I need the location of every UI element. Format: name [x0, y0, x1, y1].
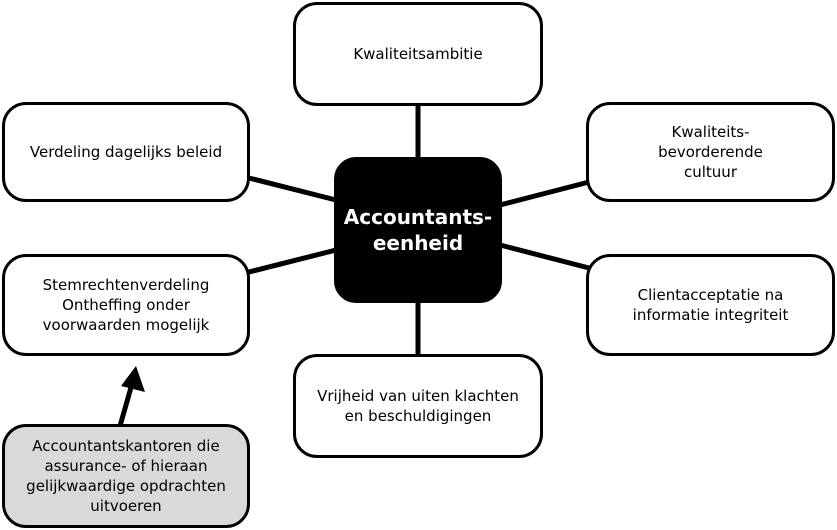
- node-clientacceptatie: Clientacceptatie na informatie integrite…: [586, 254, 835, 356]
- node-kwaliteitsbevorderende-cultuur: Kwaliteits- bevorderende cultuur: [586, 102, 835, 202]
- node-stemrechtenverdeling: Stemrechtenverdeling Ontheffing onder vo…: [2, 254, 250, 356]
- node-clientacceptatie-label: Clientacceptatie na informatie integrite…: [632, 286, 789, 324]
- node-kwaliteitsbevorderende-cultuur-label: Kwaliteits- bevorderende cultuur: [658, 123, 763, 181]
- source-node-label: Accountantskantoren die assurance- of hi…: [26, 437, 226, 515]
- connector-upper-left: [248, 175, 337, 203]
- arrow-shaft: [117, 383, 135, 427]
- connector-lower-right: [499, 242, 590, 271]
- arrow-head: [121, 366, 145, 392]
- connector-lower-left: [248, 247, 337, 275]
- center-node-label: Accountants- eenheid: [343, 205, 493, 255]
- node-kwaliteitsambitie-label: Kwaliteitsambitie: [353, 45, 483, 63]
- node-kwaliteitsambitie: Kwaliteitsambitie: [293, 2, 543, 106]
- node-stemrechtenverdeling-label: Stemrechtenverdeling Ontheffing onder vo…: [42, 276, 210, 334]
- node-vrijheid-van-uiten-label: Vrijheid van uiten klachten en beschuldi…: [317, 387, 519, 425]
- connector-upper-right: [499, 179, 590, 208]
- center-node-accountantseenheid: Accountants- eenheid: [334, 157, 502, 303]
- node-vrijheid-van-uiten: Vrijheid van uiten klachten en beschuldi…: [293, 354, 543, 458]
- node-verdeling-dagelijks-beleid: Verdeling dagelijks beleid: [2, 102, 250, 202]
- source-node-accountantskantoren: Accountantskantoren die assurance- of hi…: [2, 424, 250, 528]
- node-verdeling-dagelijks-beleid-label: Verdeling dagelijks beleid: [29, 143, 223, 161]
